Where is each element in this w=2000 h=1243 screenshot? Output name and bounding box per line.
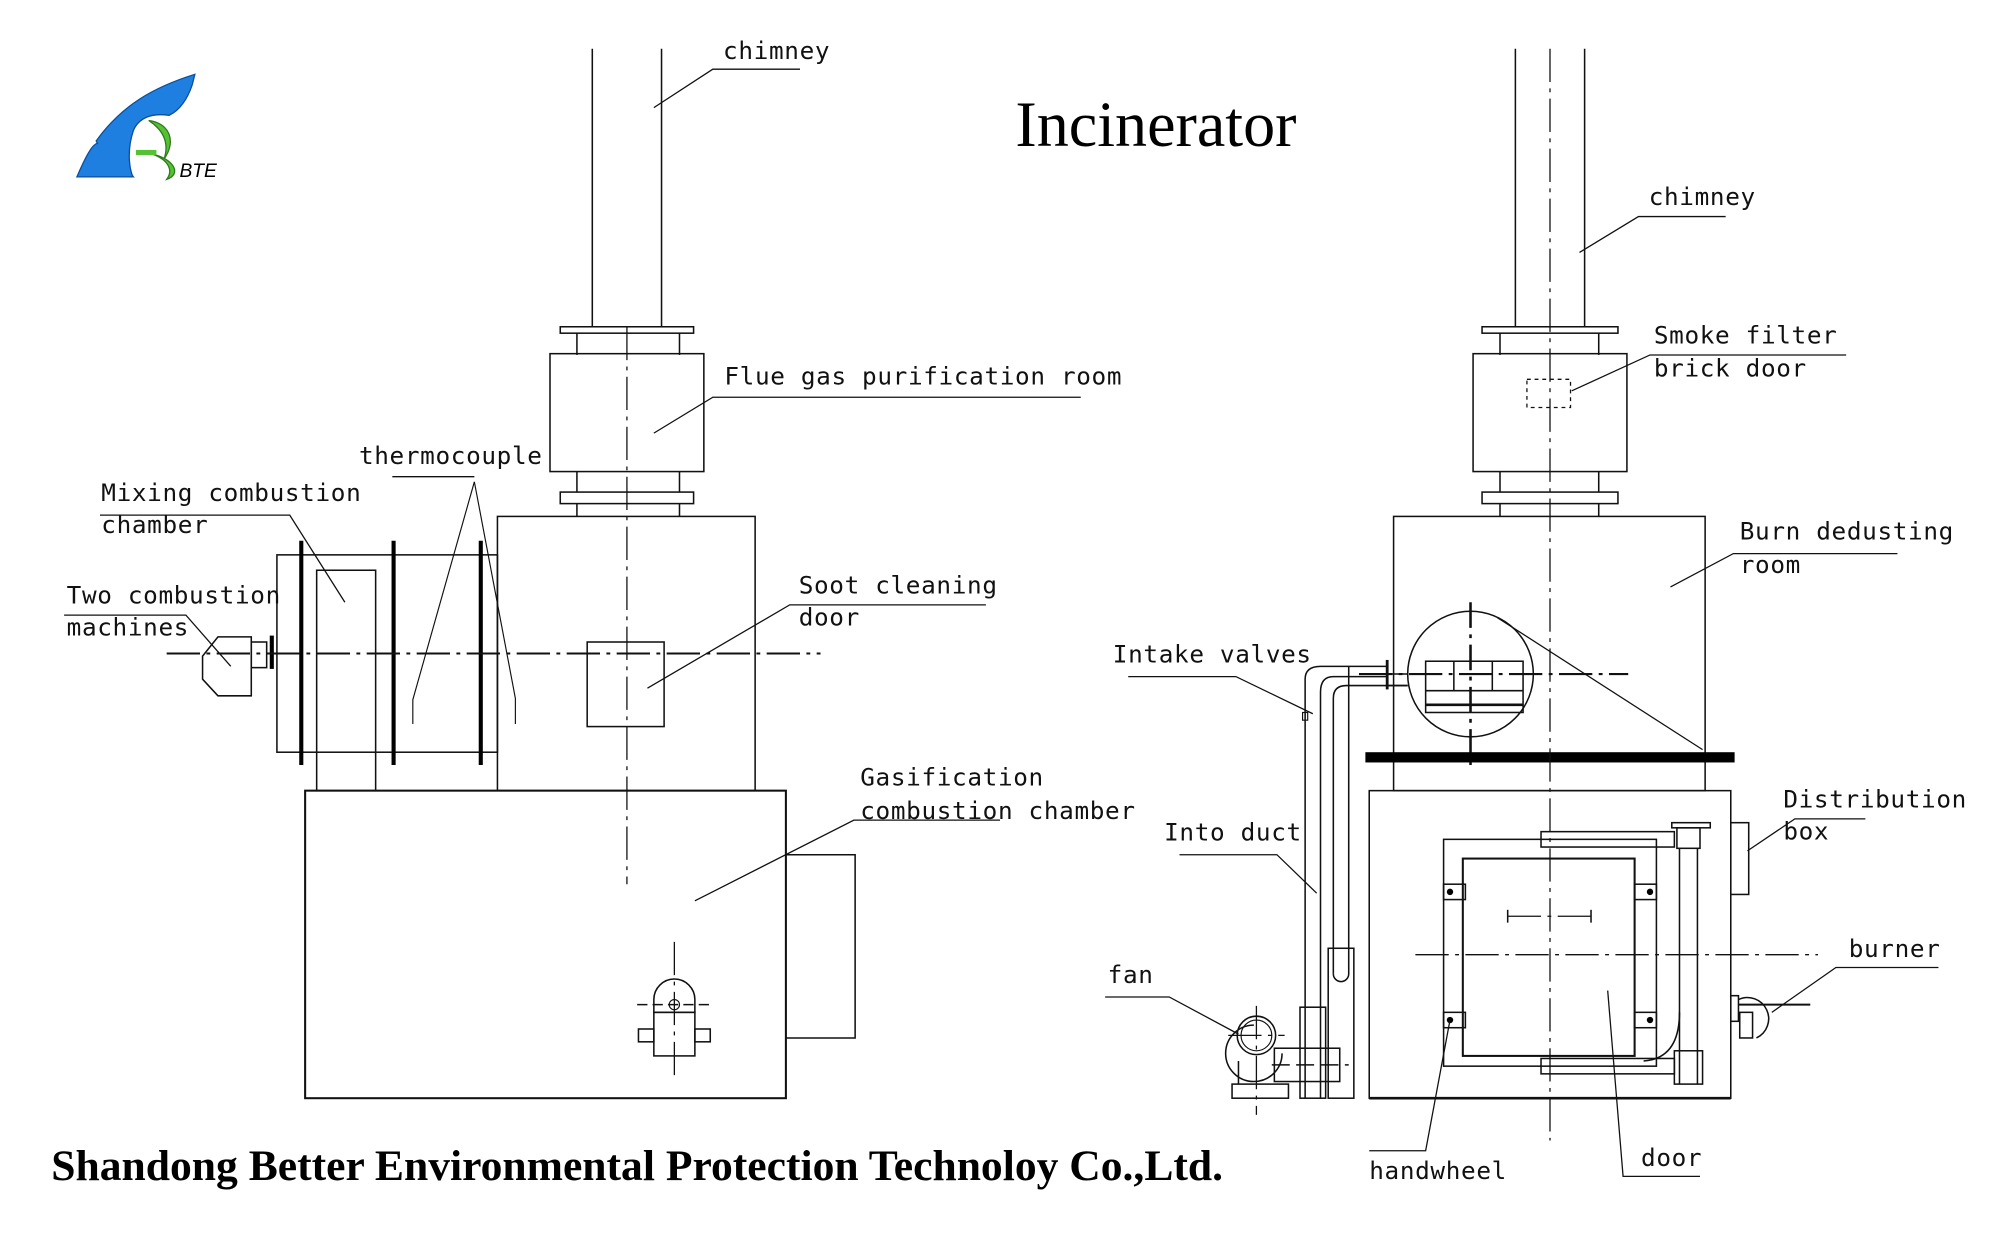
logo-green-lower (151, 153, 176, 181)
label-burn-dedusting-2: room (1740, 550, 1801, 579)
label-two-combustion-1: Two combustion (67, 581, 281, 610)
label-gasification-2: combustion chamber (860, 796, 1135, 825)
handwheel-shaft (1643, 821, 1712, 1085)
logo-blue-swoosh (75, 73, 196, 178)
soot-cleaning-door (586, 641, 665, 728)
logo-green-bar (135, 149, 157, 156)
company-logo: BTE (75, 73, 217, 182)
company-name-footer: Shandong Better Environmental Protection… (51, 1142, 1223, 1190)
intake-detail-circle (1406, 602, 1703, 769)
label-two-combustion-2: machines (67, 613, 189, 642)
label-mixing-combustion-1: Mixing combustion (101, 478, 361, 507)
label-soot-cleaning-2: door (799, 602, 860, 631)
gasification-combustion-chamber (304, 789, 787, 1100)
feed-port (637, 941, 715, 1077)
thermocouples (412, 481, 516, 725)
smoke-filter-brick-door (1526, 378, 1572, 409)
burner (1730, 994, 1811, 1039)
logo-text: BTE (179, 161, 217, 182)
label-smoke-filter-2: brick door (1654, 354, 1807, 383)
combustion-machine (201, 635, 274, 697)
label-into-duct: Into duct (1164, 818, 1302, 847)
label-gasification-1: Gasification (860, 763, 1044, 792)
label-flue-gas-purification-room: Flue gas purification room (724, 361, 1122, 390)
label-burn-dedusting-1: Burn dedusting (1740, 516, 1954, 545)
burn-dedusting-room (1392, 515, 1706, 792)
left-view: chimney Flue gas purification room therm… (64, 36, 1135, 1100)
label-mixing-combustion-2: chamber (101, 510, 208, 539)
intake-duct (1299, 659, 1408, 1099)
label-soot-cleaning-1: Soot cleaning (799, 570, 998, 599)
label-door: door (1641, 1143, 1702, 1172)
label-intake-valves: Intake valves (1113, 640, 1312, 669)
label-burner: burner (1849, 934, 1941, 963)
label-distribution-2: box (1783, 816, 1829, 845)
label-chimney-right: chimney (1649, 182, 1756, 211)
label-chimney-left: chimney (723, 36, 830, 65)
label-handwheel: handwheel (1369, 1156, 1507, 1185)
label-smoke-filter-1: Smoke filter (1654, 320, 1838, 349)
label-thermocouple: thermocouple (359, 441, 543, 470)
fan (1224, 1005, 1349, 1115)
distribution-box (1730, 821, 1750, 896)
right-view: chimney Smoke filter brick door Burn ded… (1105, 48, 1967, 1185)
label-fan: fan (1108, 960, 1154, 989)
right-chimney (1514, 48, 1586, 327)
label-distribution-1: Distribution (1783, 784, 1967, 813)
furnace-door (1442, 830, 1676, 1075)
left-chimney (591, 48, 663, 327)
drawing-title: Incinerator (1015, 89, 1296, 160)
